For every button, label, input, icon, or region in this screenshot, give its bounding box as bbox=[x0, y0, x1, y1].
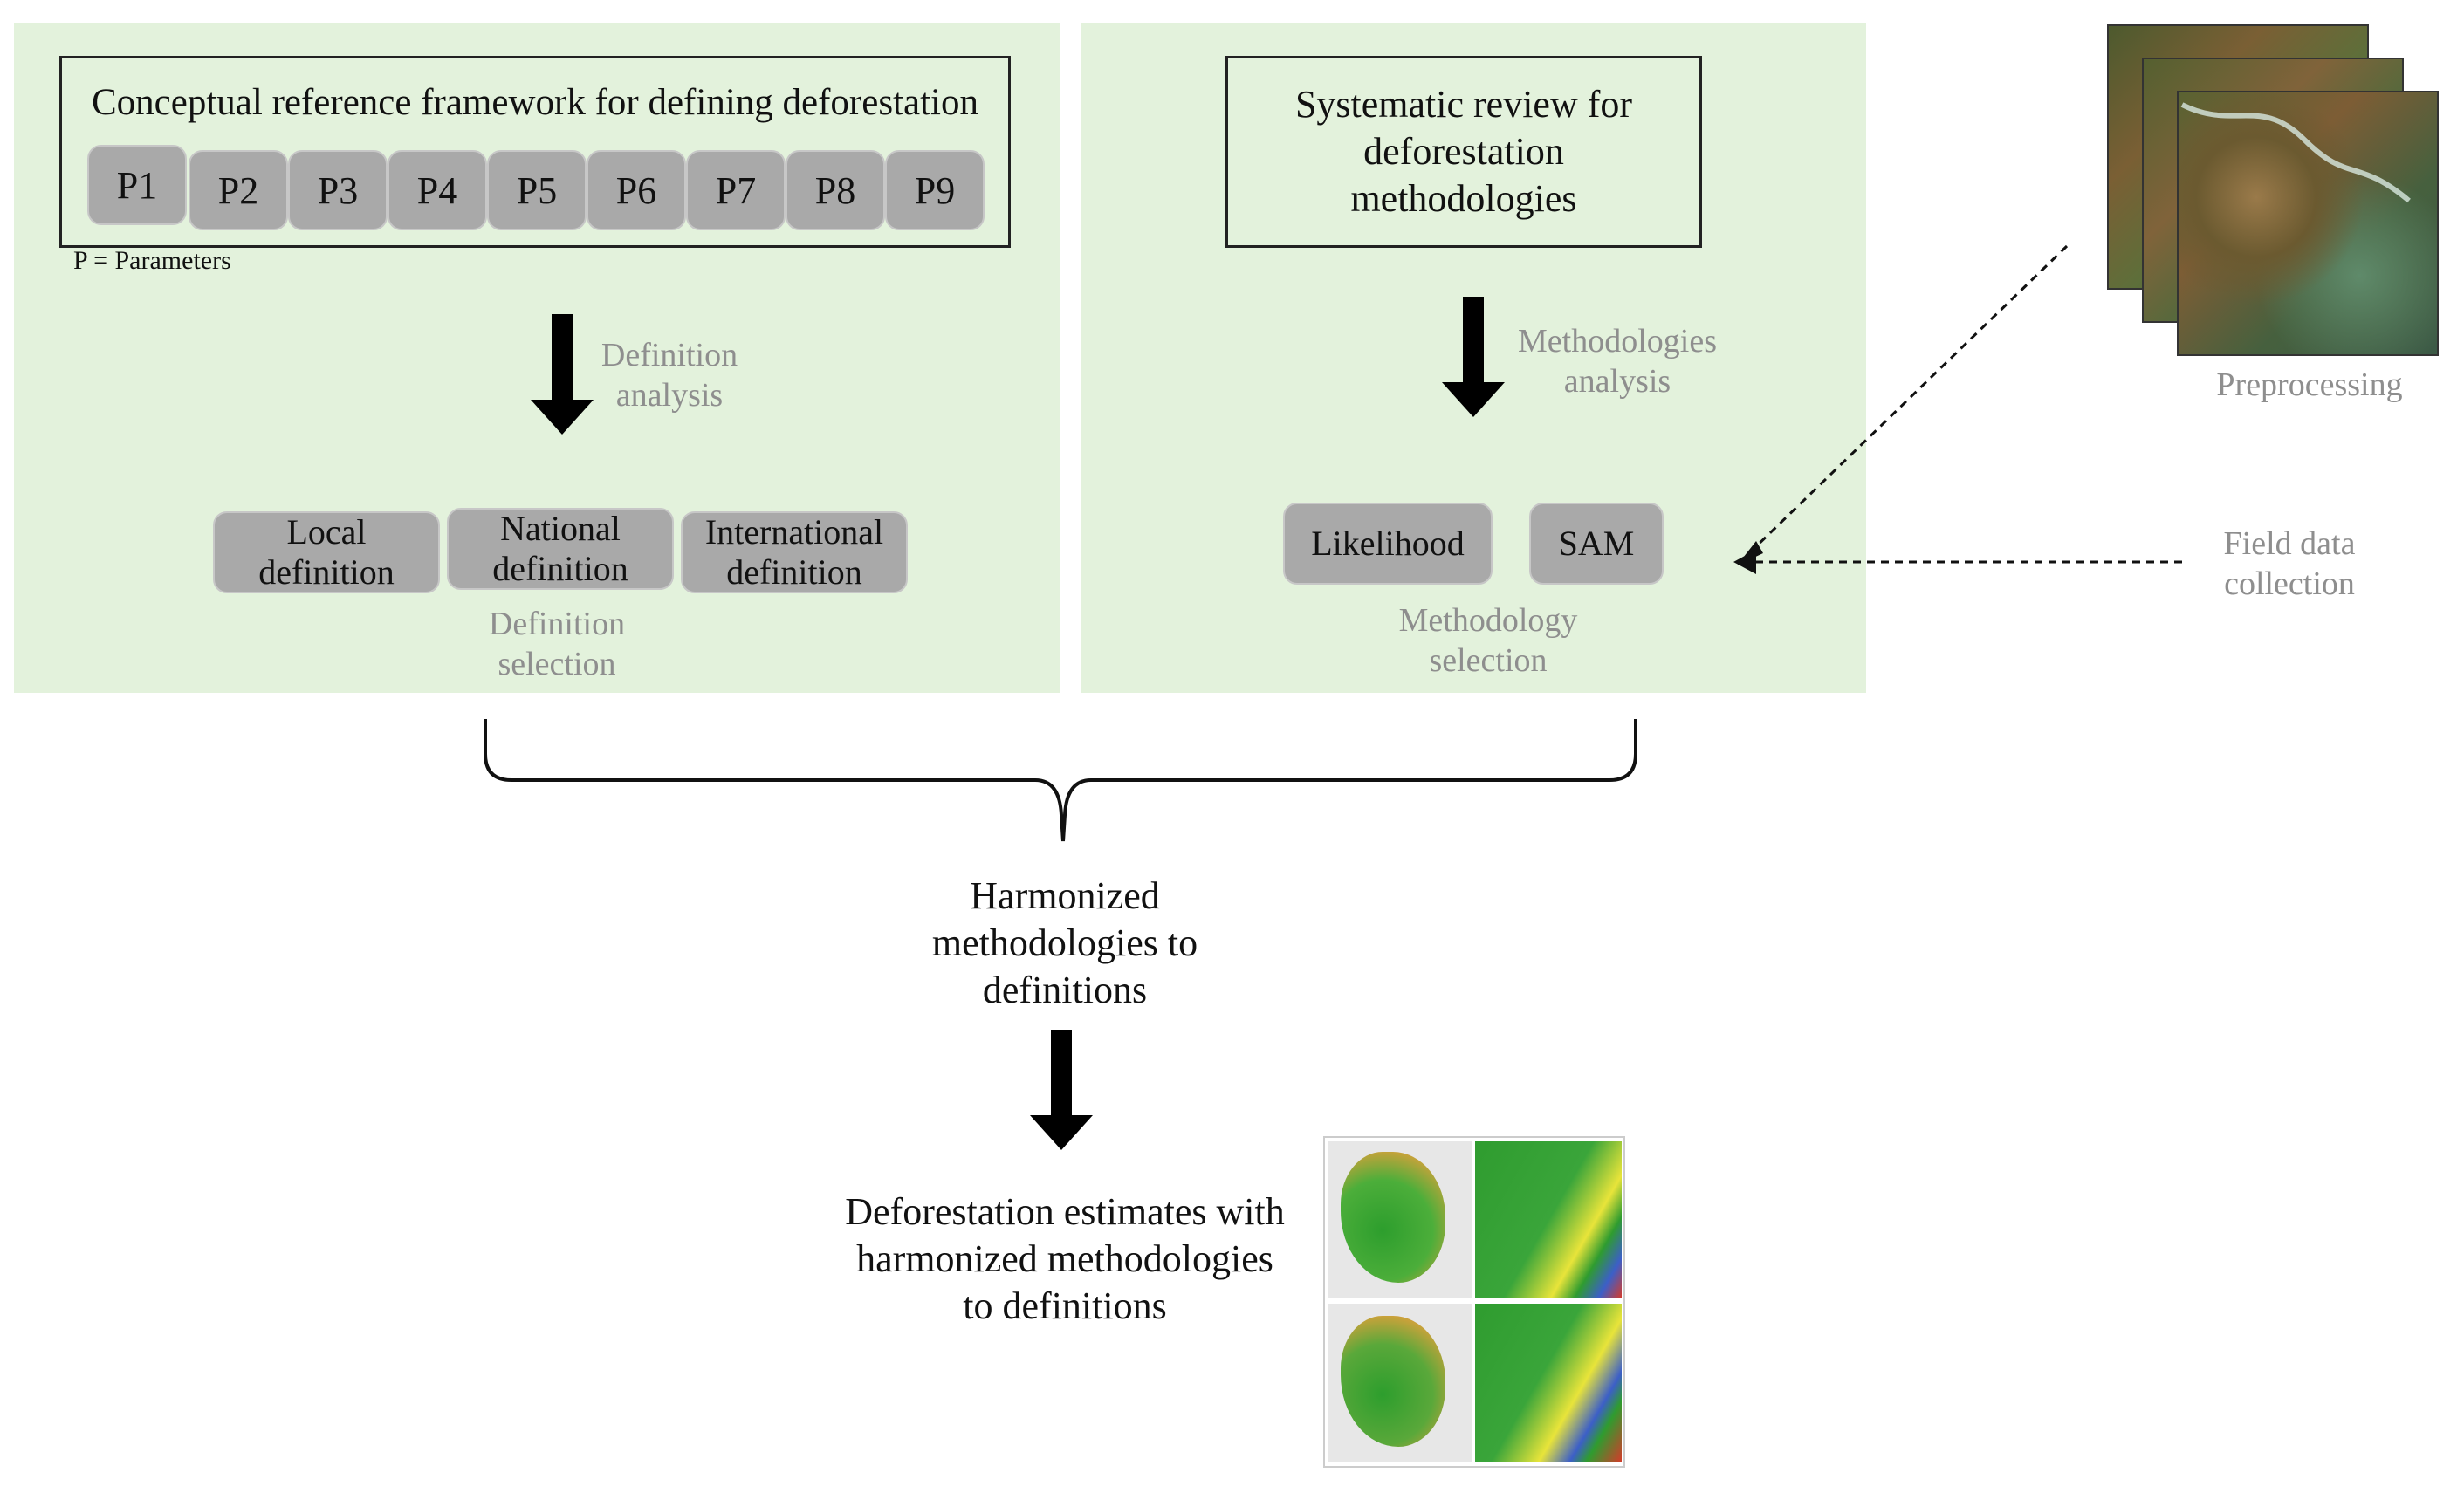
param-box-p6: P6 bbox=[587, 150, 686, 230]
map-blob-sam bbox=[1341, 1316, 1445, 1447]
preprocessing-dashed-line bbox=[1749, 244, 2069, 553]
map-blob-likelihood bbox=[1341, 1152, 1445, 1283]
estimates-label: Deforestation estimates with harmonized … bbox=[845, 1190, 1285, 1327]
harmonized-label: Harmonized methodologies to definitions bbox=[931, 874, 1198, 1011]
map-panel-likelihood-detail bbox=[1475, 1141, 1622, 1298]
deforestation-maps-thumbnail bbox=[1323, 1136, 1625, 1468]
systematic-review-title: Systematic review for deforestation meth… bbox=[1294, 83, 1633, 220]
national-definition-box: National definition bbox=[447, 508, 674, 590]
definition-analysis-arrow bbox=[531, 314, 594, 436]
param-box-p1: P1 bbox=[87, 145, 187, 225]
param-box-p8: P8 bbox=[786, 150, 885, 230]
methodologies-analysis-label: Methodologies analysis bbox=[1518, 323, 1717, 400]
estimates-arrow bbox=[1030, 1030, 1093, 1152]
parameters-note: P = Parameters bbox=[73, 246, 231, 275]
definition-analysis-label: Definition analysis bbox=[601, 337, 738, 414]
framework-box: Conceptual reference framework for defin… bbox=[59, 56, 1011, 248]
merge-brace bbox=[484, 719, 1637, 842]
field-data-label: Field data collection bbox=[2223, 525, 2356, 602]
param-box-p3: P3 bbox=[288, 150, 388, 230]
preprocessing-label: Preprocessing bbox=[2216, 366, 2403, 403]
param-box-p9: P9 bbox=[885, 150, 985, 230]
systematic-review-box: Systematic review for deforestation meth… bbox=[1225, 56, 1702, 248]
param-box-p5: P5 bbox=[487, 150, 587, 230]
definition-selection-label: Definition selection bbox=[488, 606, 626, 682]
sam-method-box: SAM bbox=[1529, 503, 1664, 585]
param-box-p4: P4 bbox=[388, 150, 487, 230]
methodology-selection-label: Methodology selection bbox=[1398, 602, 1578, 679]
map-panel-sam-detail bbox=[1475, 1304, 1622, 1462]
international-definition-box: International definition bbox=[681, 511, 908, 593]
map-panel-likelihood-region bbox=[1328, 1141, 1472, 1298]
framework-title: Conceptual reference framework for defin… bbox=[91, 82, 978, 123]
param-box-p7: P7 bbox=[686, 150, 786, 230]
field-data-arrowhead bbox=[1733, 550, 1756, 574]
param-box-p2: P2 bbox=[189, 150, 288, 230]
likelihood-method-box: Likelihood bbox=[1283, 503, 1493, 585]
map-panel-sam-region bbox=[1328, 1304, 1472, 1462]
methodologies-analysis-arrow bbox=[1442, 297, 1505, 419]
local-definition-box: Local definition bbox=[213, 511, 440, 593]
river-line bbox=[2180, 102, 2411, 203]
satellite-image-front bbox=[2177, 91, 2439, 356]
